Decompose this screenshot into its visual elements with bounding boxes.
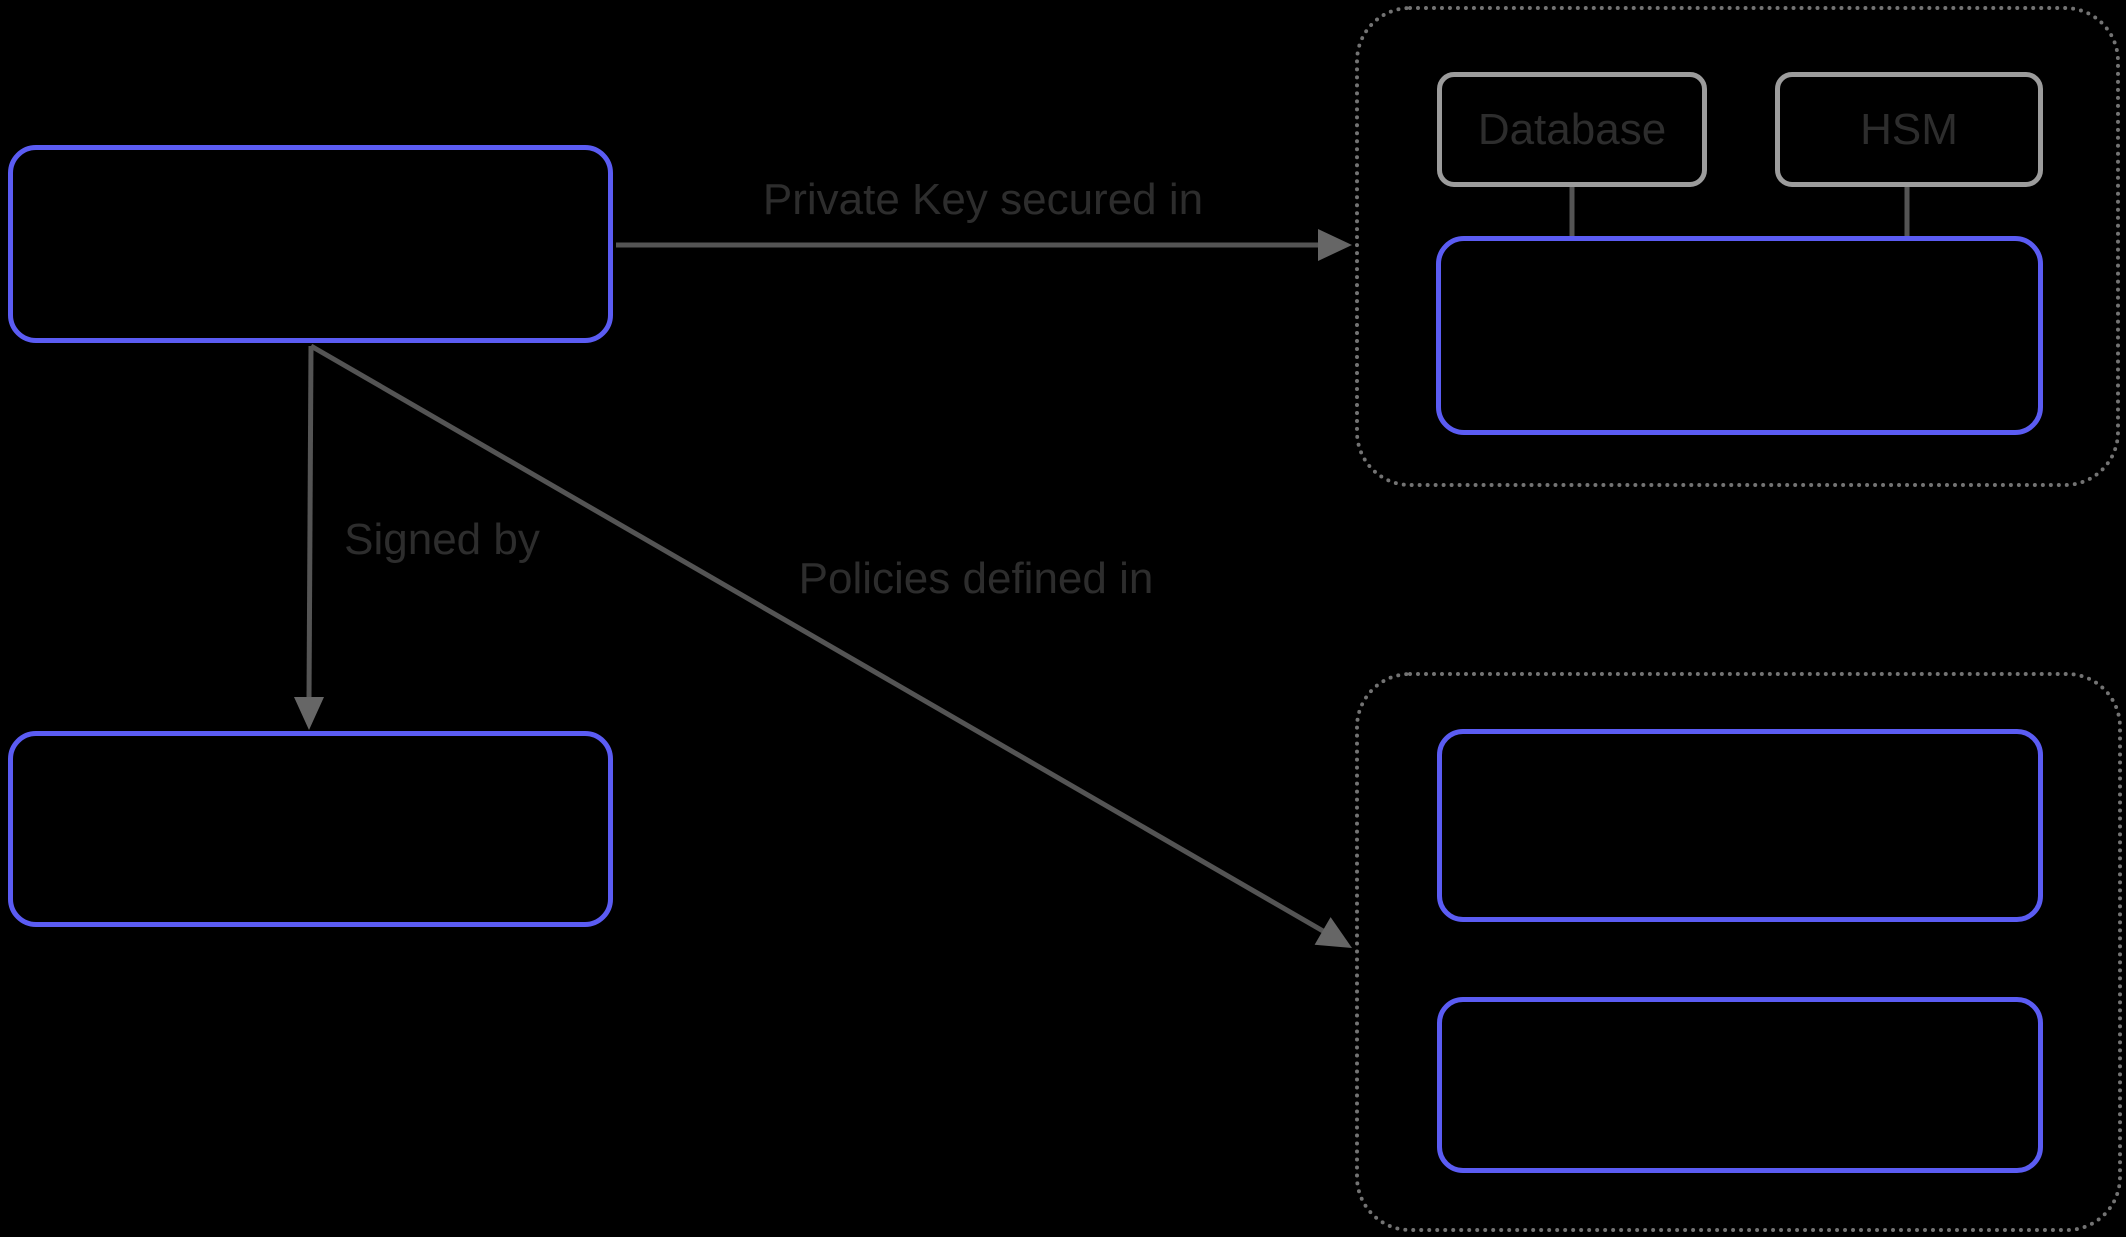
arrowhead-right-icon [1318,229,1352,261]
private-key-edge-label: Private Key secured in [762,175,1204,224]
database-box: Database [1437,72,1707,187]
box-bottom-left [8,731,613,927]
policy-box-2 [1437,997,2043,1173]
arrowhead-down-icon [294,697,324,730]
policies-container [1355,672,2122,1232]
policy-box-1 [1437,729,2043,922]
signed-by-edge-label: Signed by [344,515,540,564]
private-key-storage-container [1355,6,2120,487]
hsm-label: HSM [1860,104,1958,154]
database-label: Database [1477,104,1667,154]
hsm-box: HSM [1775,72,2043,187]
arrowhead-diagonal-icon [1314,917,1352,948]
box-top-left [8,145,613,343]
storage-inner-box [1436,236,2043,435]
policies-edge-label: Policies defined in [798,554,1154,603]
signed-by-edge-line [306,345,314,701]
